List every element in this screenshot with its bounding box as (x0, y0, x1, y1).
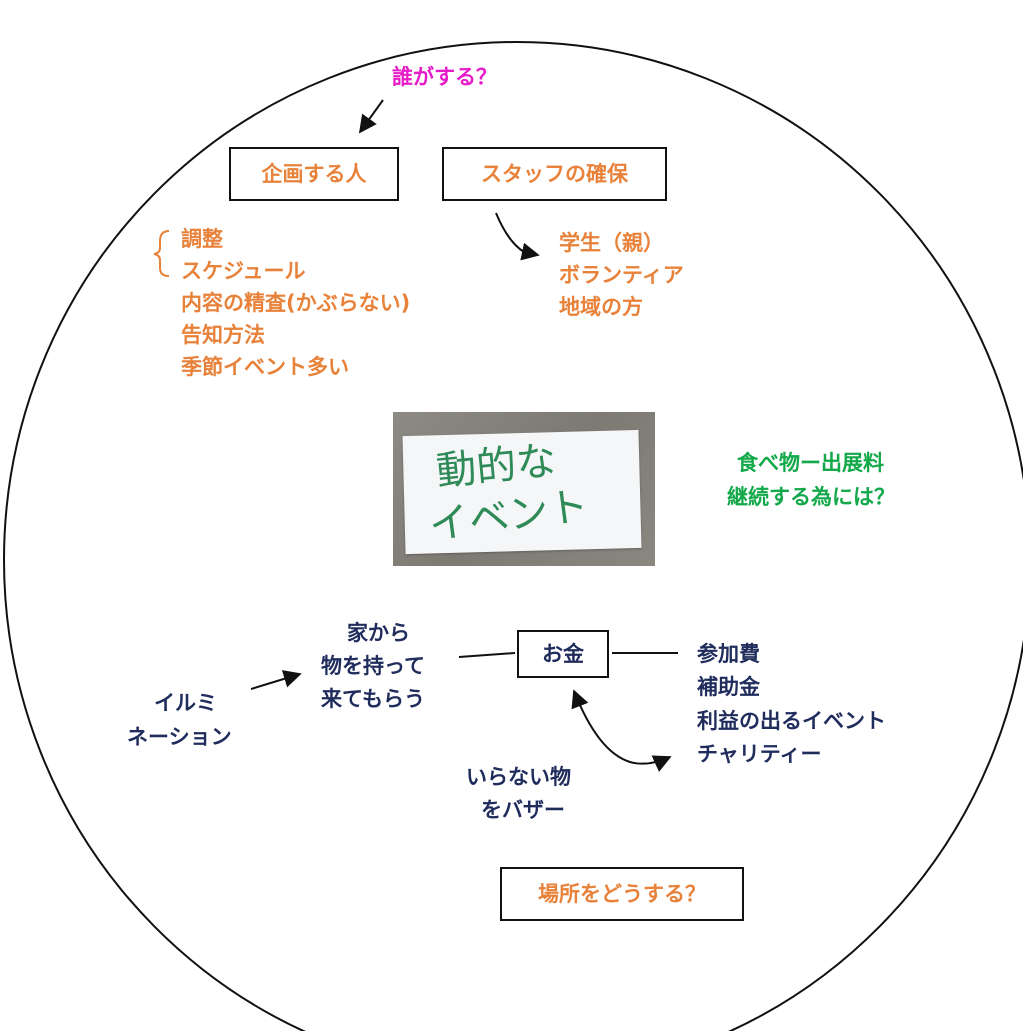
card-text-line1: 動的な (434, 438, 558, 495)
planner-item: 告知方法 (181, 323, 265, 347)
staff-box: スタッフの確保 (442, 147, 667, 201)
line-bring-to-money (458, 652, 516, 658)
money-box-label: お金 (542, 642, 584, 666)
bazaar-line2: をバザー (481, 798, 565, 822)
arrow-money-charity (571, 689, 672, 772)
question-who: 誰がする？ (392, 65, 497, 89)
illumination-line1: イルミ (154, 691, 217, 715)
outer-circle (3, 41, 1023, 1031)
arrow-who-to-planner (358, 99, 384, 134)
handwritten-card: 動的な イベント (402, 429, 642, 555)
staff-box-label: スタッフの確保 (481, 162, 628, 186)
staff-item: 地域の方 (559, 295, 643, 319)
place-box: 場所をどうする？ (500, 867, 744, 921)
arrow-illumination-to-bring (250, 670, 302, 690)
bring-item: 来てもらう (321, 687, 425, 711)
bazaar-line1: いらない物 (466, 765, 571, 789)
planner-box: 企画する人 (229, 147, 399, 201)
planner-item: スケジュール (181, 259, 306, 283)
staff-item: 学生（親） (559, 231, 664, 255)
center-photo: 動的な イベント (393, 412, 655, 566)
planner-item: 調整 (181, 227, 223, 251)
illumination-line2: ネーション (127, 725, 232, 749)
staff-item: ボランティア (559, 263, 684, 287)
arrow-staff-to-list (495, 212, 540, 261)
bring-item: 物を持って (321, 654, 425, 678)
food-note-line1: 食べ物ー出展料 (737, 451, 884, 475)
money-item: 補助金 (697, 675, 760, 699)
money-box: お金 (517, 630, 609, 678)
money-item: 利益の出るイベント (697, 709, 886, 733)
planner-box-label: 企画する人 (261, 162, 367, 186)
curly-brace (153, 230, 170, 277)
planner-item: 内容の精査(かぶらない) (181, 291, 411, 315)
food-note-line2: 継続する為には？ (727, 485, 895, 509)
money-item: チャリティー (697, 742, 822, 766)
money-item: 参加費 (697, 642, 760, 666)
place-box-label: 場所をどうする？ (538, 882, 706, 906)
planner-item: 季節イベント多い (181, 355, 349, 379)
bring-item: 家から (347, 621, 410, 645)
